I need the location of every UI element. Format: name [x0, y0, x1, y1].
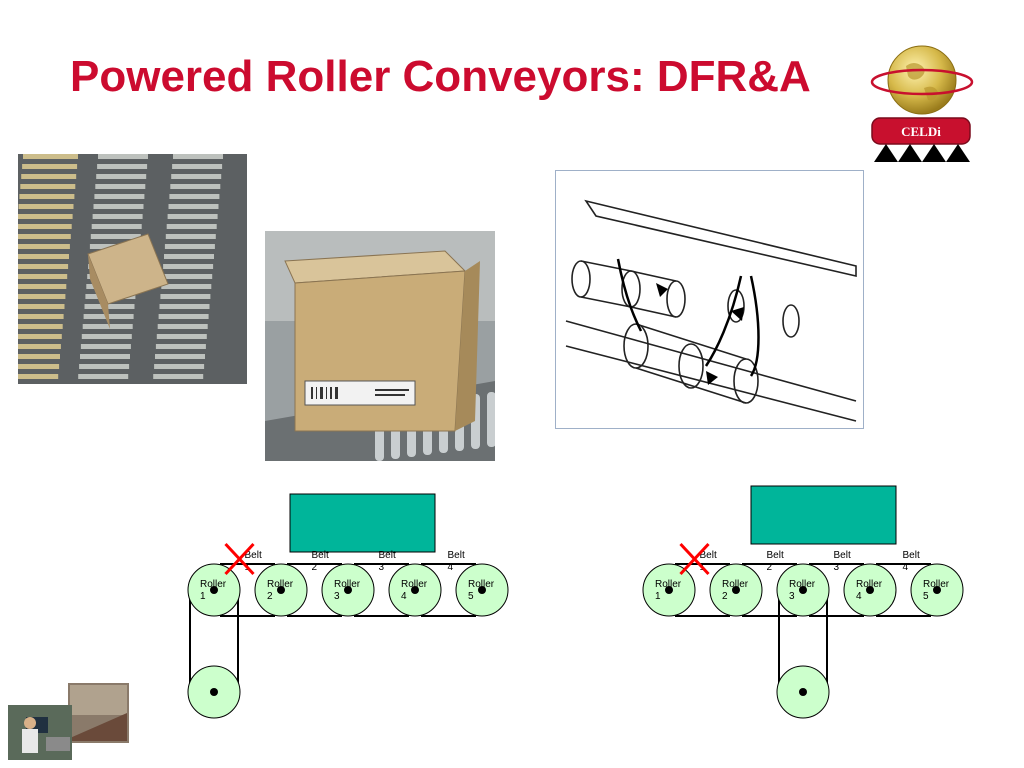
- belt-label: Belt: [700, 550, 717, 561]
- roller-1-axle: [210, 586, 218, 594]
- roller-number: 4: [401, 591, 407, 602]
- roller-number: 3: [334, 591, 340, 602]
- photo-roller-conveyor-lines: [18, 154, 247, 384]
- motor-pulley-axle: [799, 688, 807, 696]
- belt-label: Belt: [312, 550, 329, 561]
- roller-number: 4: [856, 591, 862, 602]
- belt-number: 3: [379, 562, 385, 573]
- roller-1-axle: [665, 586, 673, 594]
- roller-number: 2: [267, 591, 273, 602]
- roller-4-axle: [411, 586, 419, 594]
- roller-number: 5: [468, 591, 474, 602]
- roller-label: Roller: [923, 579, 950, 590]
- roller-label: Roller: [401, 579, 428, 590]
- belt-label: Belt: [834, 550, 851, 561]
- mountain-triangles-icon: [874, 144, 970, 162]
- roller-4-axle: [866, 586, 874, 594]
- roller-number: 5: [923, 591, 929, 602]
- belt-label: Belt: [903, 550, 920, 561]
- diagram-drive-from-roller-1: Roller1Roller2Roller3Roller4Roller5Belt1…: [180, 480, 520, 735]
- failure-x-icon: [679, 542, 710, 576]
- belt-label: Belt: [767, 550, 784, 561]
- roller-2-axle: [732, 586, 740, 594]
- belt-label: Belt: [379, 550, 396, 561]
- diagram-drive-from-roller-3: Roller1Roller2Roller3Roller4Roller5Belt1…: [635, 480, 975, 735]
- roller-number: 1: [655, 591, 661, 602]
- roller-number: 3: [789, 591, 795, 602]
- logo-text: CELDi: [901, 124, 941, 139]
- roller-label: Roller: [334, 579, 361, 590]
- roller-label: Roller: [468, 579, 495, 590]
- orbit-ring-icon: [870, 68, 974, 96]
- roller-5-axle: [478, 586, 486, 594]
- load-box: [750, 485, 897, 545]
- roller-label: Roller: [856, 579, 883, 590]
- roller-number: 1: [200, 591, 206, 602]
- belt-number: 4: [448, 562, 454, 573]
- celdi-logo: CELDi: [866, 38, 976, 166]
- belt-number: 3: [834, 562, 840, 573]
- belt-label: Belt: [448, 550, 465, 561]
- belt-number: 2: [312, 562, 318, 573]
- roller-number: 2: [722, 591, 728, 602]
- motor-pulley-axle: [210, 688, 218, 696]
- roller-2-axle: [277, 586, 285, 594]
- roller-3-axle: [799, 586, 807, 594]
- roller-5-axle: [933, 586, 941, 594]
- belt-label: Belt: [245, 550, 262, 561]
- globe-icon: [887, 45, 957, 115]
- roller-label: Roller: [789, 579, 816, 590]
- belt-number: 4: [903, 562, 909, 573]
- photo-belt-drive-drawing: [555, 170, 864, 429]
- roller-label: Roller: [722, 579, 749, 590]
- roller-3-axle: [344, 586, 352, 594]
- belt-number: 2: [767, 562, 773, 573]
- photo-box-on-conveyor: [265, 231, 495, 461]
- photo-workers-corner: [8, 683, 129, 760]
- roller-label: Roller: [655, 579, 682, 590]
- failure-x-icon: [224, 542, 255, 576]
- slide-title: Powered Roller Conveyors: DFR&A: [70, 52, 811, 101]
- roller-label: Roller: [200, 579, 227, 590]
- roller-label: Roller: [267, 579, 294, 590]
- load-box: [289, 493, 436, 553]
